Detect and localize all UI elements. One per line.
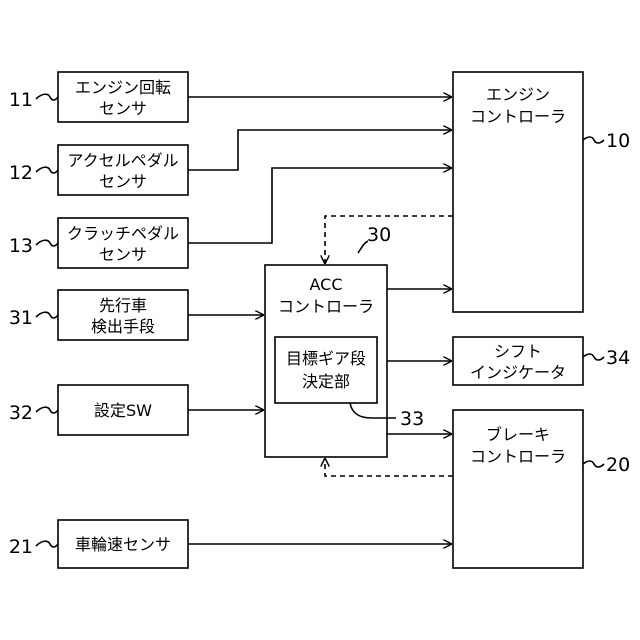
clutch-pedal-sensor-block: クラッチペダル センサ: [58, 218, 188, 268]
ref-34-label: 34: [606, 347, 630, 369]
ref-11: 11: [9, 89, 58, 111]
brake-controller-label-2: コントローラ: [470, 447, 566, 466]
wheel-speed-sensor-block: 車輪速センサ: [58, 520, 188, 568]
ref-11-label: 11: [9, 89, 33, 111]
shift-indicator-label-2: インジケータ: [470, 363, 566, 382]
ref-32: 32: [9, 402, 58, 424]
brake-controller-label-1: ブレーキ: [486, 425, 550, 444]
ref-10-label: 10: [606, 130, 630, 152]
clutch-pedal-to-engine-arrow: [188, 168, 452, 243]
accel-pedal-to-engine-arrow: [188, 130, 452, 170]
ref-30: 30: [358, 224, 391, 253]
engine-speed-sensor-label-2: センサ: [99, 99, 147, 118]
brake-to-acc-feedback-arrow: [325, 458, 453, 476]
accel-pedal-sensor-label-2: センサ: [99, 172, 147, 191]
clutch-pedal-sensor-label-2: センサ: [99, 245, 147, 264]
shift-indicator-label-1: シフト: [494, 342, 542, 361]
wheel-speed-sensor-label: 車輪速センサ: [75, 535, 171, 554]
ref-33-label: 33: [400, 408, 424, 430]
engine-controller-block: エンジン コントローラ: [453, 72, 583, 312]
ref-30-label: 30: [367, 224, 391, 246]
ref-21: 21: [9, 536, 58, 558]
ref-13: 13: [9, 235, 58, 257]
setting-sw-block: 設定SW: [58, 385, 188, 435]
ref-13-label: 13: [9, 235, 33, 257]
acc-controller-label-1: ACC: [309, 275, 342, 294]
acc-controller-label-2: コントローラ: [278, 297, 374, 316]
ref-31: 31: [9, 307, 58, 329]
ref-21-label: 21: [9, 536, 33, 558]
preceding-vehicle-detector-block: 先行車 検出手段: [58, 290, 188, 340]
preceding-vehicle-detector-label-2: 検出手段: [91, 317, 155, 336]
engine-speed-sensor-block: エンジン回転 センサ: [58, 72, 188, 122]
setting-sw-label: 設定SW: [94, 401, 152, 420]
ref-12-label: 12: [9, 162, 33, 184]
preceding-vehicle-detector-label-1: 先行車: [99, 296, 147, 315]
ref-20: 20: [583, 454, 630, 476]
ref-20-label: 20: [606, 454, 630, 476]
shift-indicator-block: シフト インジケータ: [453, 337, 583, 385]
ref-31-label: 31: [9, 307, 33, 329]
ref-12: 12: [9, 162, 58, 184]
engine-controller-label-1: エンジン: [486, 85, 550, 104]
accel-pedal-sensor-block: アクセルペダル センサ: [58, 145, 188, 195]
engine-speed-sensor-label-1: エンジン回転: [75, 78, 171, 97]
ref-32-label: 32: [9, 402, 33, 424]
clutch-pedal-sensor-label-1: クラッチペダル: [67, 224, 179, 243]
target-gear-decider-label-2: 決定部: [302, 372, 350, 391]
target-gear-decider-block: 目標ギア段 決定部: [275, 337, 377, 403]
target-gear-decider-label-1: 目標ギア段: [286, 349, 366, 368]
engine-controller-label-2: コントローラ: [470, 107, 566, 126]
ref-10: 10: [583, 130, 630, 152]
ref-34: 34: [583, 347, 630, 369]
brake-controller-block: ブレーキ コントローラ: [453, 410, 583, 568]
accel-pedal-sensor-label-1: アクセルペダル: [67, 151, 178, 170]
